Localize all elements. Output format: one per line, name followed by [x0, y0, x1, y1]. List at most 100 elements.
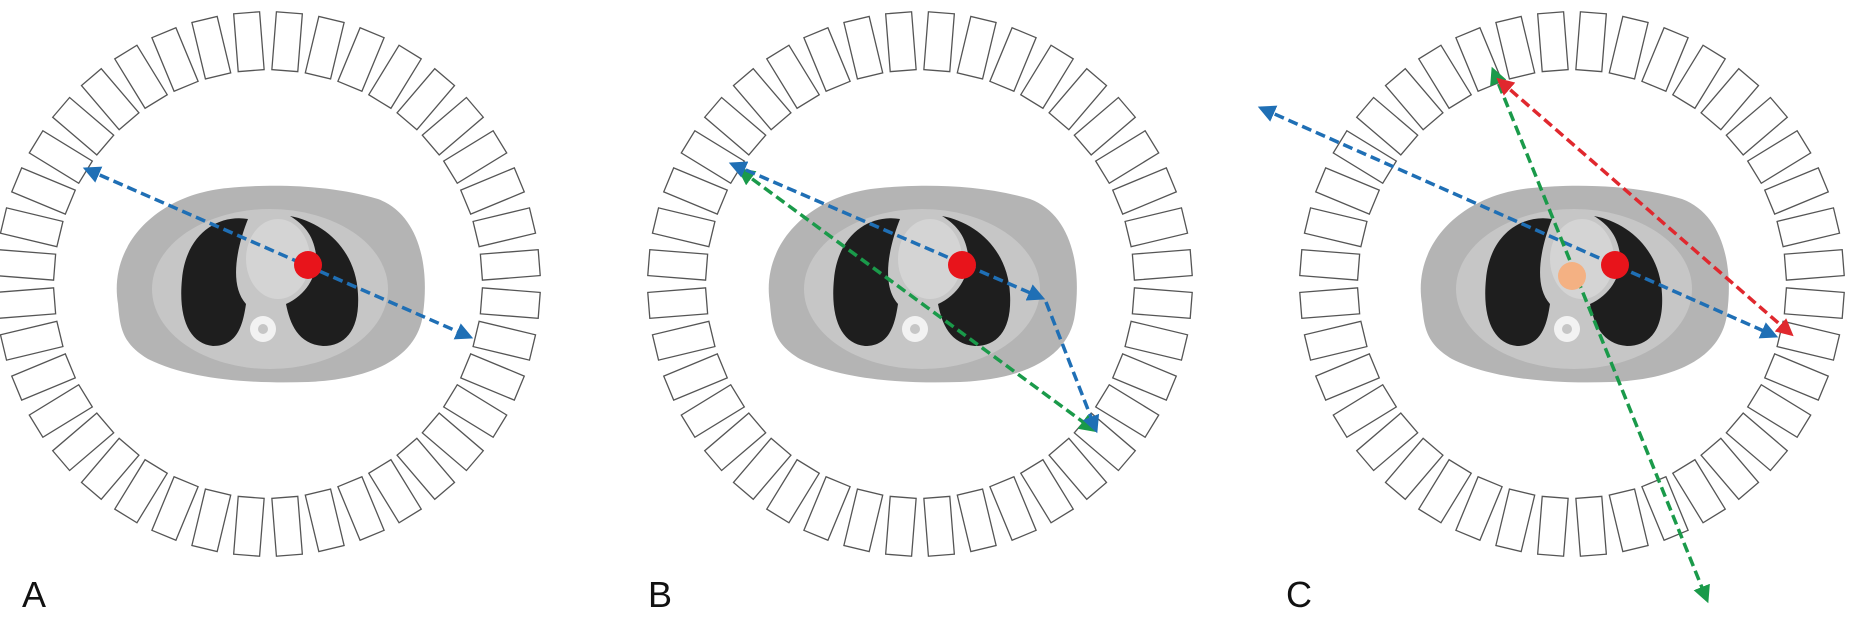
- detector-block: [765, 458, 821, 524]
- detector-block: [479, 248, 541, 281]
- detector-block: [1111, 353, 1178, 401]
- detector-block: [151, 26, 199, 93]
- detector-block: [442, 383, 508, 439]
- detector-block: [703, 96, 767, 156]
- detector-block: [1495, 488, 1536, 553]
- detector-block: [956, 488, 997, 553]
- detector-block: [113, 44, 169, 110]
- detector-block: [884, 495, 917, 557]
- detector-block: [337, 26, 385, 93]
- detector-block: [732, 67, 792, 131]
- detector-block: [1763, 353, 1830, 401]
- detector-block: [421, 412, 485, 472]
- detector-block: [1019, 458, 1075, 524]
- detector-block: [1608, 488, 1649, 553]
- photon-path-after-scatter: [1044, 301, 1100, 434]
- detector-block: [1303, 320, 1368, 361]
- detector-block: [662, 167, 729, 215]
- detector-block: [1608, 15, 1649, 80]
- detector-block: [1776, 207, 1841, 248]
- detector-block: [1536, 495, 1569, 557]
- detector-block: [271, 495, 304, 557]
- detector-block: [367, 44, 423, 110]
- detector-block: [647, 287, 709, 320]
- detector-block: [1131, 248, 1193, 281]
- detector-block: [1073, 96, 1137, 156]
- detector-block: [989, 475, 1037, 542]
- random-coincidence-lor: [1496, 77, 1794, 337]
- detector-block: [1575, 495, 1608, 557]
- detector-block: [0, 207, 64, 248]
- detector-block: [765, 44, 821, 110]
- spinal-canal: [258, 324, 268, 334]
- detector-block: [923, 495, 956, 557]
- detector-block: [732, 437, 792, 501]
- second-source-dot: [1558, 262, 1586, 290]
- detector-block: [271, 11, 304, 73]
- detector-block: [1575, 11, 1608, 73]
- detector-block: [923, 11, 956, 73]
- detector-block: [472, 320, 537, 361]
- detector-block: [1776, 320, 1841, 361]
- detector-block: [1131, 287, 1193, 320]
- detector-block: [1417, 44, 1473, 110]
- detector-block: [232, 495, 265, 557]
- detector-block: [1314, 353, 1381, 401]
- detector-block: [113, 458, 169, 524]
- detector-block: [191, 488, 232, 553]
- ct-chest-slice: [768, 185, 1077, 383]
- detector-block: [1783, 248, 1845, 281]
- detector-block: [1746, 383, 1812, 439]
- detector-block: [1725, 412, 1789, 472]
- detector-block: [191, 15, 232, 80]
- panel-label-c: C: [1286, 574, 1312, 615]
- detector-block: [337, 475, 385, 542]
- true-coincidence-line: [82, 166, 474, 340]
- detector-block: [10, 353, 77, 401]
- photon-path-before-scatter: [728, 161, 1046, 301]
- detector-block: [884, 11, 917, 73]
- detector-block: [1048, 437, 1108, 501]
- detector-block: [1299, 248, 1361, 281]
- detector-block: [396, 67, 456, 131]
- detector-ring: [0, 11, 541, 557]
- detector-block: [1332, 383, 1398, 439]
- panel-c: [1257, 11, 1845, 604]
- detector-block: [843, 15, 884, 80]
- detector-block: [843, 488, 884, 553]
- detector-block: [647, 248, 709, 281]
- detector-block: [472, 207, 537, 248]
- detector-block: [1700, 437, 1760, 501]
- detector-block: [459, 353, 526, 401]
- detector-block: [1495, 15, 1536, 80]
- detector-block: [10, 167, 77, 215]
- detector-block: [956, 15, 997, 80]
- detector-block: [367, 458, 423, 524]
- detector-block: [803, 26, 851, 93]
- detector-block: [1384, 437, 1444, 501]
- detector-block: [51, 96, 115, 156]
- detector-block: [0, 248, 57, 281]
- panel-a: [0, 11, 541, 557]
- detector-block: [662, 353, 729, 401]
- detector-block: [51, 412, 115, 472]
- detector-block: [151, 475, 199, 542]
- panel-label-b: B: [648, 574, 672, 615]
- spinal-canal: [910, 324, 920, 334]
- detector-block: [421, 96, 485, 156]
- detector-block: [1048, 67, 1108, 131]
- annihilation-source-dot: [1601, 251, 1629, 279]
- detector-block: [28, 383, 94, 439]
- detector-block: [0, 287, 57, 320]
- detector-block: [1094, 383, 1160, 439]
- detector-block: [232, 11, 265, 73]
- detector-block: [1124, 320, 1189, 361]
- detector-block: [989, 26, 1037, 93]
- detector-block: [1019, 44, 1075, 110]
- detector-block: [1417, 458, 1473, 524]
- detector-block: [1536, 11, 1569, 73]
- panel-b: [647, 11, 1193, 557]
- detector-block: [1303, 207, 1368, 248]
- detector-block: [479, 287, 541, 320]
